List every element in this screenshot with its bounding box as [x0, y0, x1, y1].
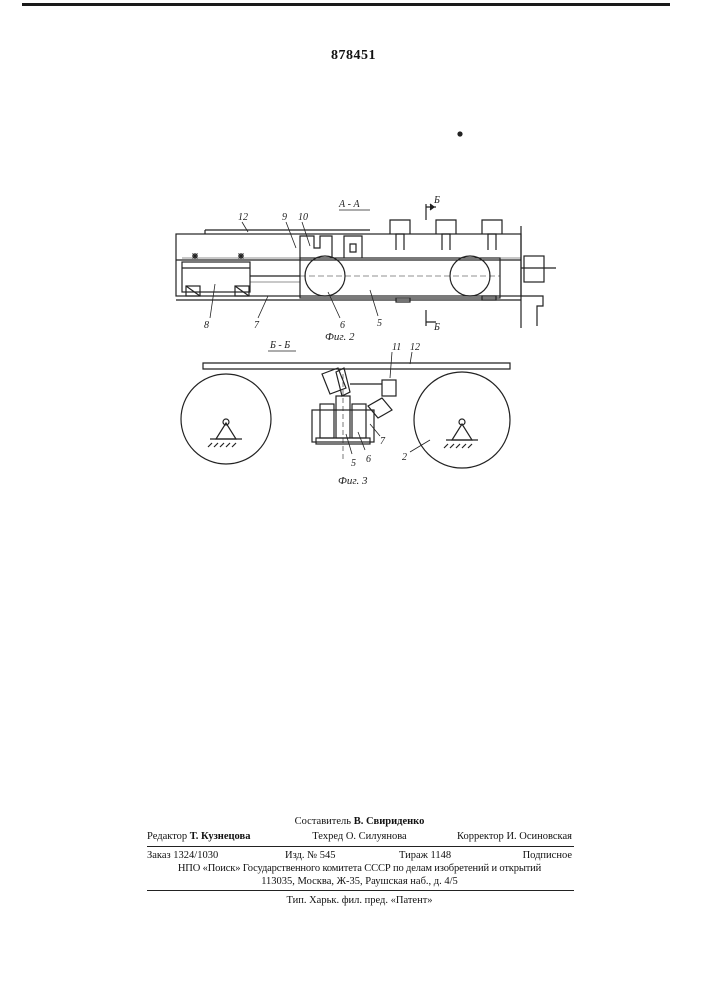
- org-row: НПО «Поиск» Государственного комитета СС…: [147, 862, 572, 876]
- fig2-part-10: 10: [298, 212, 308, 223]
- printer-row: Тип. Харьк. фил. пред. «Патент»: [147, 894, 572, 908]
- address-row: 113035, Москва, Ж-35, Раушская наб., д. …: [147, 875, 572, 889]
- fig2-part-8: 8: [204, 320, 209, 331]
- compiler-name: В. Свириденко: [354, 816, 425, 827]
- corrector-role: Корректор: [457, 831, 504, 842]
- fig3-part-12: 12: [410, 342, 420, 353]
- fig3-caption: Фиг. 3: [338, 475, 368, 487]
- fig3-part-7: 7: [380, 436, 386, 447]
- fig2-part-7: 7: [254, 320, 260, 331]
- fig3-part-2: 2: [402, 452, 407, 463]
- compiler-role: Составитель: [295, 816, 351, 827]
- org-line-1: НПО «Поиск» Государственного комитета СС…: [147, 862, 572, 875]
- fig2-caption: Фиг. 2: [325, 331, 355, 343]
- compiler-row: Составитель В. Свириденко: [147, 815, 572, 829]
- fig3-section-label: Б - Б: [269, 340, 290, 351]
- circulation: Тираж 1148: [399, 849, 451, 862]
- techred-role: Техред: [312, 831, 343, 842]
- divider-2: [147, 890, 574, 891]
- figure2-drawing: [176, 204, 556, 328]
- fig3-part-11: 11: [392, 342, 401, 353]
- figure3-drawing: [181, 352, 510, 468]
- corrector-name: И. Осиновская: [506, 831, 572, 842]
- fig2-part-6: 6: [340, 320, 345, 331]
- fig3-part-6: 6: [366, 454, 371, 465]
- fig2-cut-top: Б: [433, 195, 440, 206]
- divider-1: [147, 846, 574, 847]
- ink-dot: [458, 132, 462, 136]
- fig2-part-12: 12: [238, 212, 248, 223]
- org-line-2: 113035, Москва, Ж-35, Раушская наб., д. …: [147, 875, 572, 888]
- fig2-section-label: А - А: [338, 199, 360, 210]
- fig2-part-5: 5: [377, 318, 382, 329]
- staff-row: Редактор Т. Кузнецова Техред О. Силуянов…: [147, 830, 572, 844]
- order-row: Заказ 1324/1030 Изд. № 545 Тираж 1148 По…: [147, 849, 572, 863]
- fig3-part-5: 5: [351, 458, 356, 469]
- techred-name: О. Силуянова: [346, 831, 407, 842]
- order-number: Заказ 1324/1030: [147, 849, 218, 862]
- fig2-cut-bottom: Б: [433, 322, 440, 333]
- edition-number: Изд. № 545: [285, 849, 336, 862]
- subscription: Подписное: [523, 849, 572, 862]
- fig2-part-9: 9: [282, 212, 287, 223]
- printer: Тип. Харьк. фил. пред. «Патент»: [147, 894, 572, 907]
